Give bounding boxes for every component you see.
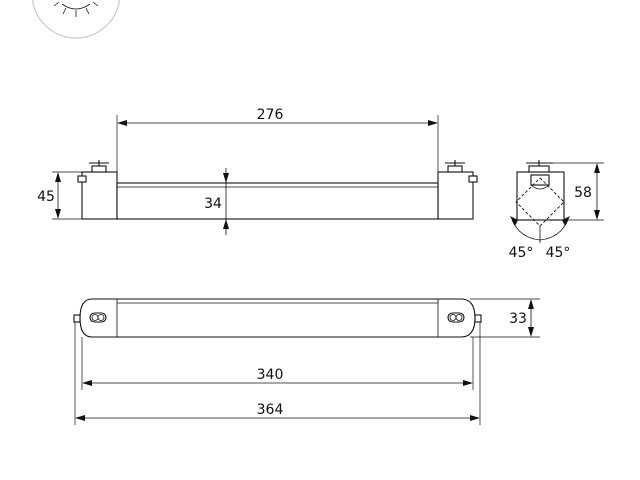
dim-45-label: 45 bbox=[37, 189, 55, 205]
dim-34-label: 34 bbox=[204, 196, 222, 212]
end-view: 45° 45° 58 bbox=[509, 160, 604, 261]
dim-58-label: 58 bbox=[574, 185, 592, 201]
angle-right-label: 45° bbox=[546, 245, 571, 261]
dim-340-label: 340 bbox=[257, 367, 284, 383]
sun-icon bbox=[31, 0, 121, 39]
angle-left-label: 45° bbox=[509, 245, 534, 261]
dim-276-label: 276 bbox=[257, 107, 284, 123]
dim-364-label: 364 bbox=[257, 402, 284, 418]
plan-view: 33 340 364 bbox=[73, 298, 540, 425]
side-elevation-view: 276 45 34 bbox=[37, 107, 478, 235]
dim-33-label: 33 bbox=[509, 311, 527, 327]
